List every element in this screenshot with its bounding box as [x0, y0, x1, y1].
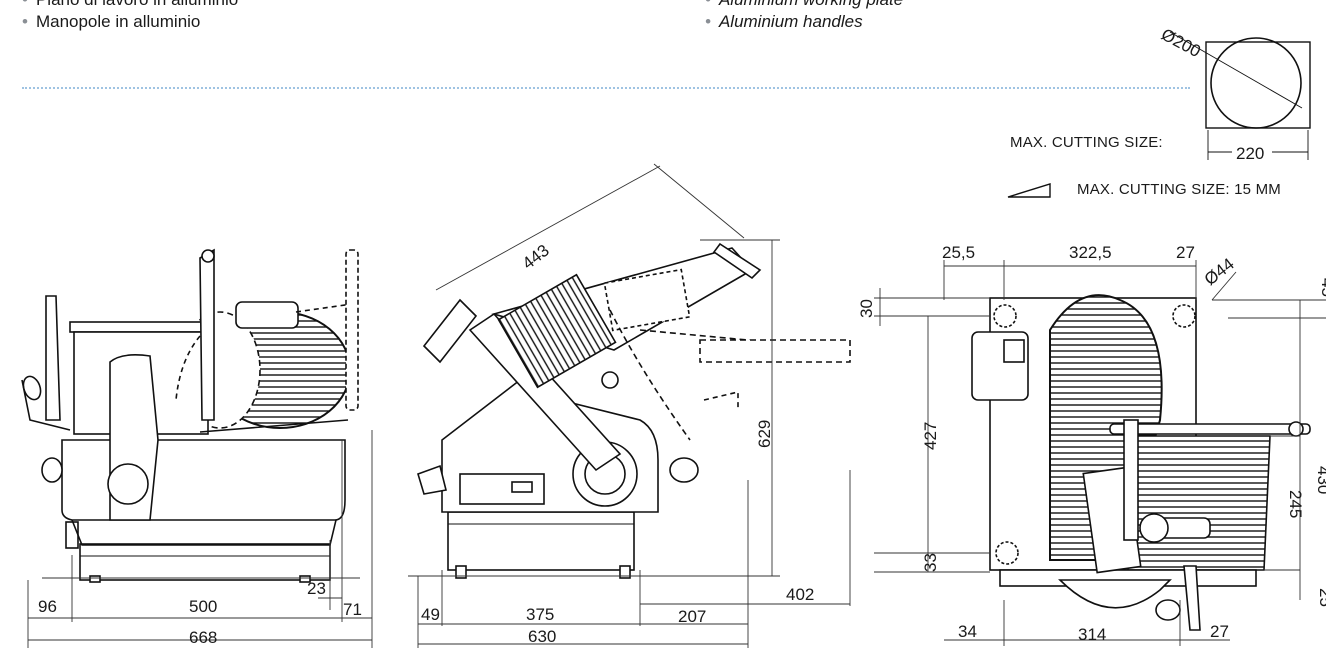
top-dim-27-top: 27: [1176, 243, 1195, 262]
blade-circle: [1210, 37, 1302, 129]
feature-it-top-text: Piano di lavoro in alluminio: [36, 0, 238, 9]
top-dim-25: 25: [1316, 588, 1326, 607]
feature-en-top-text: Aluminium working plate: [719, 0, 903, 9]
diameter-line: [1169, 31, 1303, 109]
bullet: •: [705, 12, 711, 31]
feature-it-main-text: Manopole in alluminio: [35, 12, 201, 31]
top-dim-33: 33: [921, 553, 940, 572]
side-dim-500: 500: [189, 597, 217, 616]
profile-dim-375: 375: [526, 605, 554, 624]
feature-it-top: • Piano di lavoro in alluminio: [22, 0, 238, 10]
top-dim-427: 427: [921, 422, 940, 450]
side-dim-23: 23: [307, 579, 326, 598]
feature-en-main-text: Aluminium handles: [718, 12, 863, 31]
profile-dim-630: 630: [528, 627, 556, 646]
feature-en-main: • Aluminium handles: [705, 12, 863, 32]
top-dim-30: 30: [857, 299, 876, 318]
section-divider: [22, 87, 1190, 89]
feature-en-top: • Aluminium working plate: [705, 0, 903, 10]
top-dim-430: 430: [1314, 466, 1326, 494]
cutting-width-dim: 220: [1236, 144, 1264, 163]
profile-dim-207: 207: [678, 607, 706, 626]
profile-dim-402: 402: [786, 585, 814, 604]
side-dim-96: 96: [38, 597, 57, 616]
top-view: [971, 294, 1311, 631]
top-dim-322-5: 322,5: [1069, 243, 1112, 262]
profile-dim-443: 443: [519, 241, 553, 273]
profile-dim-629: 629: [755, 420, 774, 448]
side-dim-71: 71: [343, 600, 362, 619]
top-dim-d44: Ø44: [1201, 254, 1238, 289]
top-dim-45: 45: [1318, 278, 1326, 297]
bullet: •: [705, 0, 711, 9]
side-view: [21, 248, 359, 583]
profile-dim-49: 49: [421, 605, 440, 624]
wedge-icon: [1007, 183, 1051, 198]
top-dim-314: 314: [1078, 625, 1106, 644]
top-dim-27-bottom: 27: [1210, 622, 1229, 641]
cutting-size-diagram: [1169, 31, 1311, 160]
side-dim-668: 668: [189, 628, 217, 647]
cutting-diameter-dim: Ø200: [1158, 25, 1204, 61]
profile-view: [417, 242, 851, 579]
max-cutting-thickness-label: MAX. CUTTING SIZE: 15 MM: [1077, 181, 1281, 198]
top-dim-245: 245: [1286, 490, 1305, 518]
bullet: •: [22, 12, 28, 31]
top-dim-34: 34: [958, 622, 977, 641]
max-cutting-size-label: MAX. CUTTING SIZE:: [1010, 134, 1163, 151]
top-dim-25-5: 25,5: [942, 243, 975, 262]
feature-it-main: • Manopole in alluminio: [22, 12, 200, 32]
bullet: •: [22, 0, 28, 9]
